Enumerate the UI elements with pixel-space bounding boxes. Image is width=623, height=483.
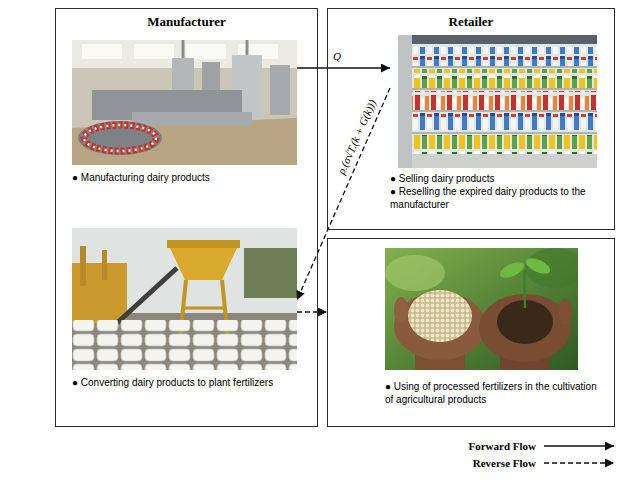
activity-block: ● Selling dairy products● Reselling the … (390, 35, 612, 211)
fertilizer-plant-photo (72, 313, 297, 370)
fertilizer-plant-photo (170, 248, 237, 280)
caption: ● Using of processed fertilizers in the … (385, 380, 606, 406)
factory-photo (72, 40, 297, 165)
panel-title: Manufacturer (56, 9, 317, 30)
factory-photo (84, 125, 156, 151)
shelf-photo (398, 135, 597, 154)
fertilizer-plant-photo (102, 250, 107, 280)
hands-photo (385, 255, 445, 291)
factory-photo (132, 112, 252, 126)
legend-sample (544, 457, 616, 469)
hands-photo (523, 270, 526, 308)
legend-text: Forward Flow (452, 439, 536, 453)
caption: ● Manufacturing dairy products (72, 171, 297, 184)
flow-label: Q (331, 50, 343, 63)
factory-photo (246, 40, 249, 55)
forward-flow-arrow (297, 67, 390, 68)
legend-sample (544, 440, 616, 452)
factory-photo (270, 65, 290, 115)
shelf-photo (398, 47, 597, 66)
panel-title: Retailer (328, 9, 614, 30)
shelf-photo (398, 110, 597, 112)
factory-photo (72, 40, 297, 165)
legend-sample-line (544, 462, 614, 463)
legend-text: Reverse Flow (452, 456, 536, 470)
fertilizer-plant-photo (72, 320, 297, 370)
legend-row: Reverse Flow (452, 454, 616, 471)
shelf-photo (398, 132, 597, 134)
shelf-photo (398, 66, 597, 68)
activity-block: ● Converting dairy products to plant fer… (72, 228, 297, 389)
factory-photo (78, 121, 162, 155)
shelf-photo (398, 91, 597, 110)
shelf-photo (398, 154, 597, 168)
legend: Forward FlowReverse Flow (452, 437, 616, 471)
hands-photo (408, 290, 472, 342)
factory-photo (186, 44, 226, 59)
reverse-flow-arrow (297, 311, 327, 312)
shelf-photo (398, 35, 597, 168)
hands-photo (558, 299, 572, 325)
shelf-photo (398, 113, 597, 132)
shelf-photo (398, 35, 412, 168)
shelf-photo (398, 35, 597, 168)
factory-photo (134, 44, 174, 59)
fertilizer-plant-photo (72, 228, 297, 370)
activity-block: ● Manufacturing dairy products (72, 40, 297, 184)
shelf-photo (398, 88, 597, 90)
caption: ● Selling dairy products (390, 172, 612, 185)
caption: ● Reselling the expired dairy products t… (390, 185, 612, 211)
fertilizer-plant-photo (80, 246, 86, 286)
farming-panel: ● Using of processed fertilizers in the … (327, 238, 615, 427)
hands-photo (385, 248, 578, 370)
hands-photo (498, 259, 527, 281)
hands-photo (524, 255, 553, 277)
legend-sample-line (544, 445, 614, 446)
hands-photo (394, 297, 408, 323)
manufacturer-panel: Manufacturer ● Manufacturing dairy produc… (55, 8, 318, 427)
reverse-flow-arrow (297, 88, 390, 300)
fertilizer-plant-photo (117, 268, 177, 323)
fertilizer-plant-photo (244, 248, 297, 298)
factory-photo (182, 40, 185, 58)
legend-row: Forward Flow (452, 437, 616, 454)
fertilizer-plant-photo (183, 307, 225, 310)
shelf-photo (398, 35, 597, 44)
factory-photo (82, 44, 122, 59)
caption: ● Converting dairy products to plant fer… (72, 376, 297, 389)
factory-photo (84, 125, 156, 151)
shelf-photo (398, 69, 597, 88)
fertilizer-plant-photo (167, 240, 240, 248)
fertilizer-plant-photo (72, 228, 297, 370)
